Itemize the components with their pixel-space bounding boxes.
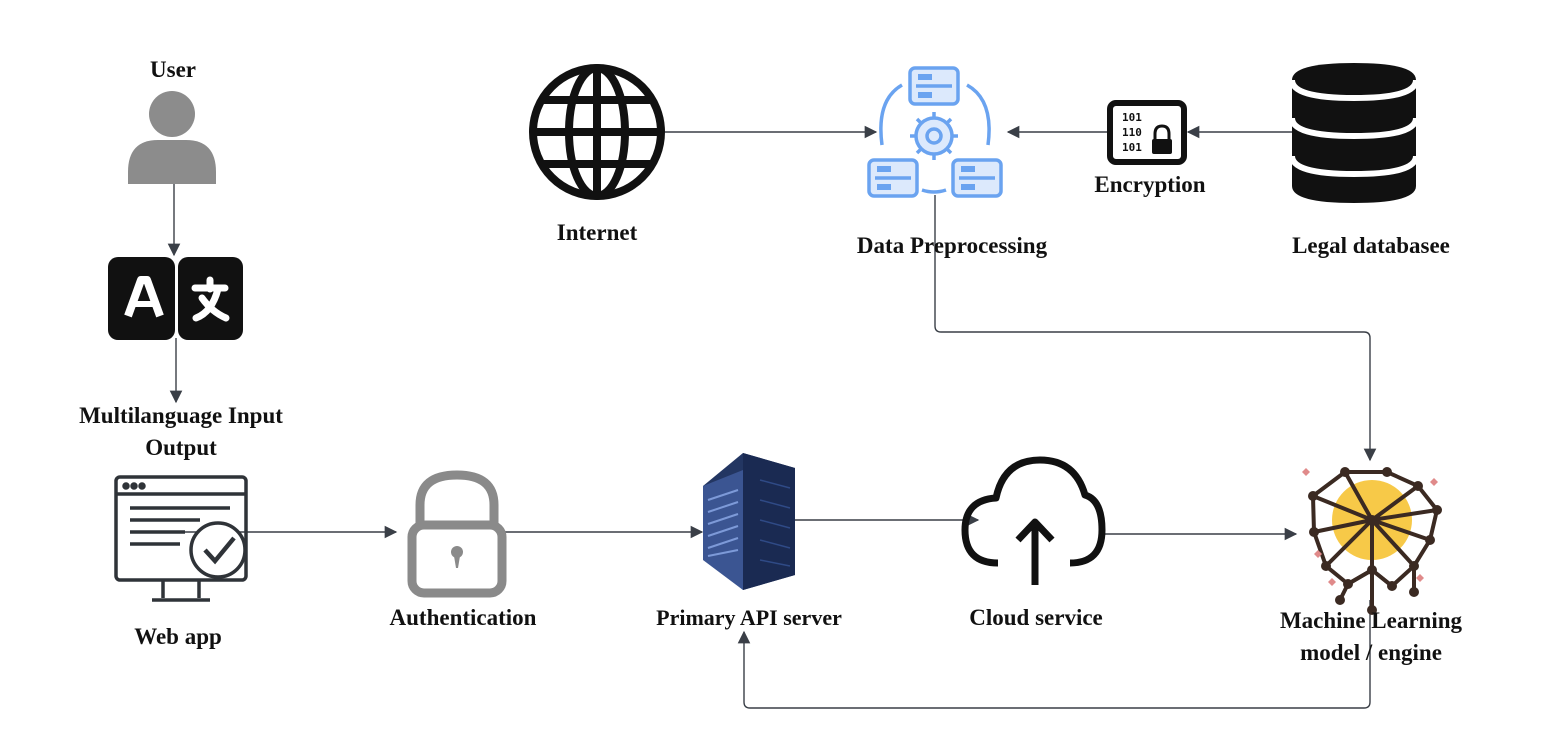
encryption-chip-icon: 101 110 101 — [1107, 100, 1187, 165]
svg-text:101: 101 — [1122, 141, 1142, 154]
user-label: User — [150, 57, 196, 82]
web-app-label: Web app — [134, 624, 222, 649]
database-label: Legal databasee — [1292, 233, 1450, 258]
cloud-upload-icon — [961, 456, 1106, 585]
encryption-label: Encryption — [1094, 172, 1206, 197]
svg-text:101: 101 — [1122, 111, 1142, 124]
globe-icon — [529, 64, 665, 200]
server-rack-icon — [703, 453, 795, 590]
ml-label-line2: model / engine — [1300, 640, 1442, 665]
web-app-monitor-icon — [114, 475, 248, 602]
translate-label-line2: Output — [145, 435, 217, 460]
translate-label-line1: Multilanguage Input — [79, 403, 283, 428]
edge-ml-to-api — [737, 600, 1371, 709]
preprocessing-label: Data Preprocessing — [856, 233, 1048, 258]
database-icon — [1289, 63, 1419, 203]
user-icon — [128, 91, 216, 184]
edge-preprocessing-to-ml — [934, 195, 1377, 462]
api-server-label: Primary API server — [656, 605, 842, 630]
internet-label: Internet — [556, 220, 638, 245]
cloud-service-label: Cloud service — [969, 605, 1103, 630]
brain-network-icon — [1302, 467, 1442, 615]
svg-text:110: 110 — [1122, 126, 1142, 139]
translate-icon — [108, 257, 243, 340]
data-processing-icon — [867, 66, 1003, 198]
padlock-icon — [407, 470, 507, 598]
ml-label-line1: Machine Learning — [1279, 608, 1463, 633]
authentication-label: Authentication — [389, 605, 537, 630]
